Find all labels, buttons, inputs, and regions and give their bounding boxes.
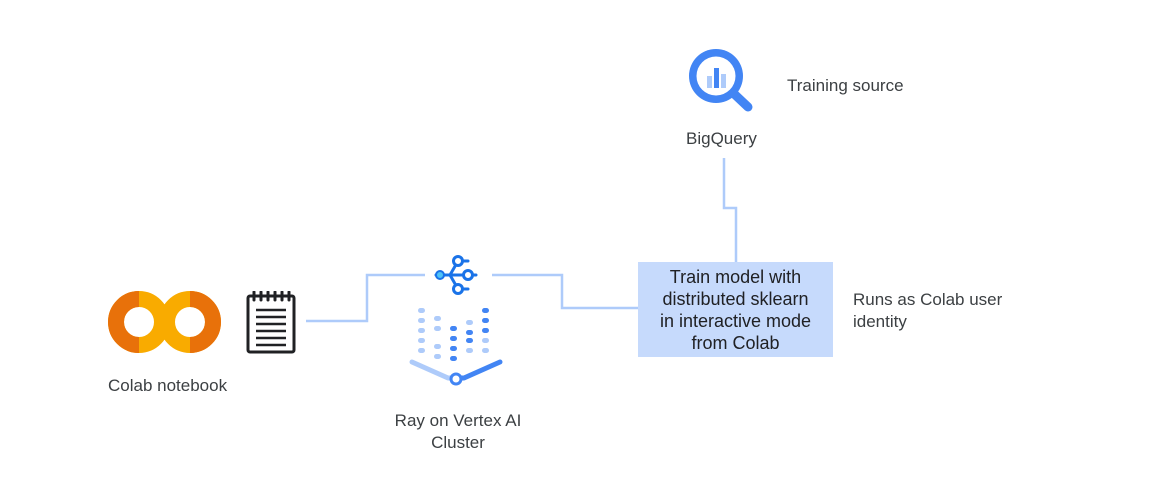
connector-colab-to-ray: [306, 273, 425, 323]
vertex-pipeline-icon: [434, 255, 478, 295]
bigquery-icon: [689, 49, 753, 112]
connector-bigquery-to-train: [722, 158, 738, 262]
connector-ray-to-train: [492, 273, 638, 310]
bigquery-label: BigQuery: [686, 129, 757, 148]
ray-cluster-icon: [409, 308, 503, 386]
train-model-box: Train model with distributed sklearn in …: [638, 262, 833, 357]
train-model-label: Train model with distributed sklearn in …: [659, 266, 812, 353]
training-source-annotation: Training source: [787, 76, 904, 95]
ray-cluster-label: Ray on Vertex AI Cluster: [394, 411, 522, 452]
colab-notebook-label: Colab notebook: [108, 376, 228, 395]
colab-logo-icon: [107, 291, 222, 353]
notebook-icon: [246, 291, 296, 354]
runs-as-annotation: Runs as Colab user identity: [853, 290, 1003, 331]
